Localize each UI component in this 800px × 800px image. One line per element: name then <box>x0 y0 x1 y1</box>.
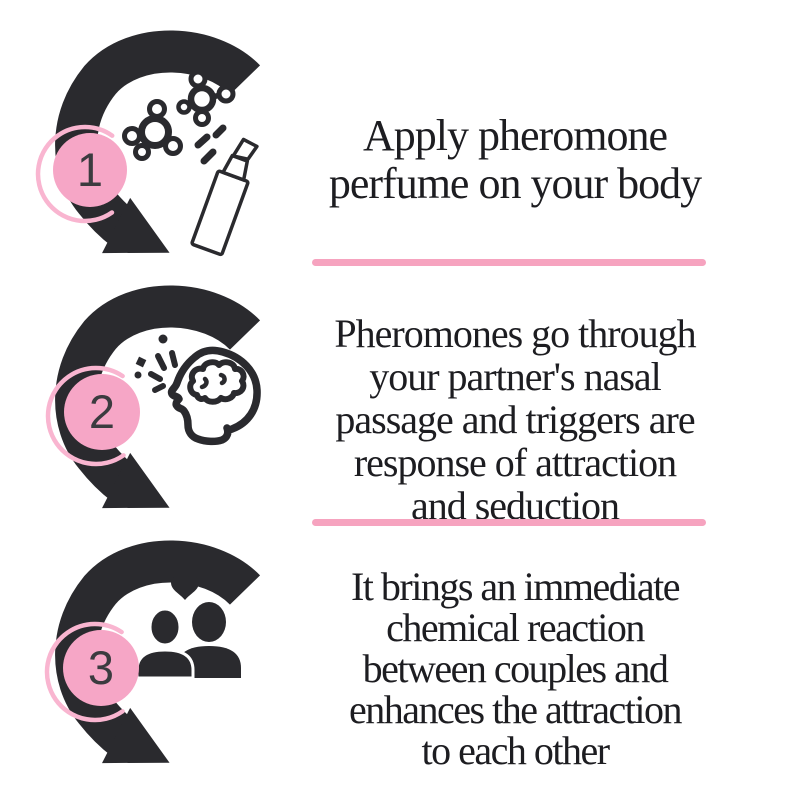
scent-particles-icon <box>134 334 178 393</box>
brain-icon <box>187 359 247 405</box>
arrowhead-icon <box>102 452 170 509</box>
curved-arrow-icon <box>55 30 261 247</box>
text-line: It brings an immediate <box>350 564 681 609</box>
text-line: perfume on your body <box>328 159 702 208</box>
arrowhead-icon <box>102 197 170 254</box>
heart-icon <box>171 575 199 600</box>
step-badge: 1 <box>35 124 135 224</box>
step-number: 1 <box>77 143 103 196</box>
step-number: 3 <box>88 641 114 694</box>
text-line: enhances the attraction <box>349 687 682 732</box>
badge-ring-icon <box>44 621 146 723</box>
step-3-graphic: 3 <box>44 540 261 764</box>
text-line: your partner's nasal <box>369 354 662 399</box>
text-line: between couples and <box>362 646 669 691</box>
badge-circle <box>63 630 139 706</box>
text-line: passage and triggers are <box>335 397 695 442</box>
text-line: Apply pheromone <box>363 111 668 160</box>
text-line: to each other <box>421 728 610 773</box>
badge-ring-icon <box>45 365 147 467</box>
text-line: chemical reaction <box>386 605 645 650</box>
step-2-graphic: 2 <box>45 285 261 509</box>
curved-arrow-icon <box>55 285 261 502</box>
spray-bottle-icon <box>190 137 259 257</box>
step-2-text: Pheromones go through your partner's nas… <box>295 312 735 527</box>
step-3-text: It brings an immediate chemical reaction… <box>295 566 735 771</box>
badge-ring-icon <box>35 124 135 224</box>
divider <box>312 519 706 526</box>
molecules-icon <box>122 69 236 161</box>
step-number: 2 <box>89 385 115 438</box>
couple-icon <box>135 602 241 680</box>
step-badge: 2 <box>45 365 147 467</box>
step-1-graphic: 1 <box>35 30 261 257</box>
text-line: Pheromones go through <box>334 311 696 356</box>
step-1-text: Apply pheromone perfume on your body <box>295 112 735 208</box>
head-brain-icon <box>167 346 261 446</box>
text-line: response of attraction <box>353 440 677 485</box>
badge-circle <box>64 374 140 450</box>
spray-dashes-icon <box>194 124 227 165</box>
step-badge: 3 <box>44 621 146 723</box>
arrowhead-icon <box>102 707 170 764</box>
divider <box>312 259 706 266</box>
badge-circle <box>53 133 127 207</box>
